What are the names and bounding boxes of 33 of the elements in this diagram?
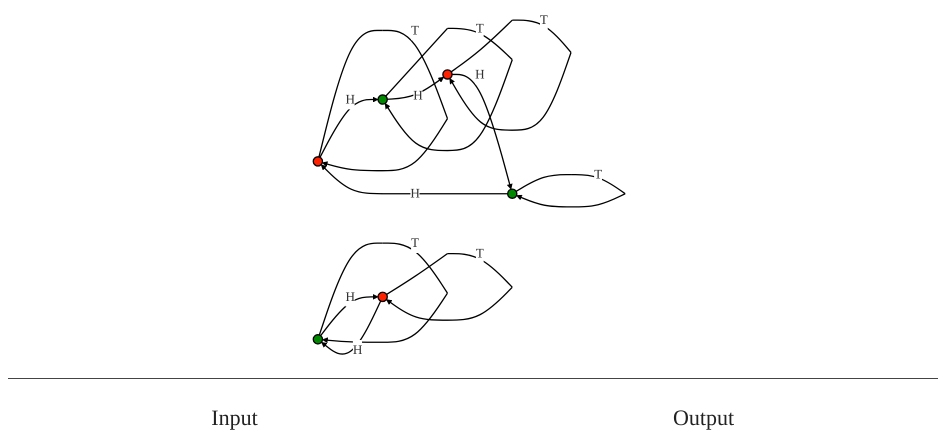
arrow <box>320 164 508 194</box>
arrow <box>320 300 382 355</box>
node-circle <box>506 188 518 199</box>
arrow <box>452 74 512 190</box>
edge-label: H <box>410 186 420 201</box>
edge-label: H <box>413 88 423 103</box>
edge-label: T <box>476 21 484 36</box>
node-circle <box>377 292 388 302</box>
edge-label: T <box>410 236 419 250</box>
node-circle <box>312 334 323 345</box>
arrow <box>318 242 448 344</box>
edge-label: T <box>410 23 419 38</box>
panel-label: Input <box>210 405 259 431</box>
edge-label: H <box>345 92 355 107</box>
edge-label: H <box>474 67 484 82</box>
edge-label: H <box>345 290 355 304</box>
arrow <box>516 174 626 208</box>
edge-label: T <box>594 167 602 182</box>
arrow <box>449 19 572 131</box>
arrow <box>318 30 448 172</box>
edge-label: T <box>476 246 484 261</box>
arrow <box>386 252 512 321</box>
node-circle <box>442 69 452 80</box>
edge-label: T <box>540 12 548 28</box>
arrow <box>319 96 378 158</box>
node-circle <box>312 156 323 167</box>
arrow <box>320 294 378 336</box>
panel-label: Output <box>672 405 736 431</box>
edge-label: H <box>352 342 362 358</box>
state-diagram: T T T T H H H H T T H H <box>308 5 630 365</box>
arrow <box>386 76 444 100</box>
arrow <box>384 28 513 152</box>
node-circle <box>377 94 388 105</box>
